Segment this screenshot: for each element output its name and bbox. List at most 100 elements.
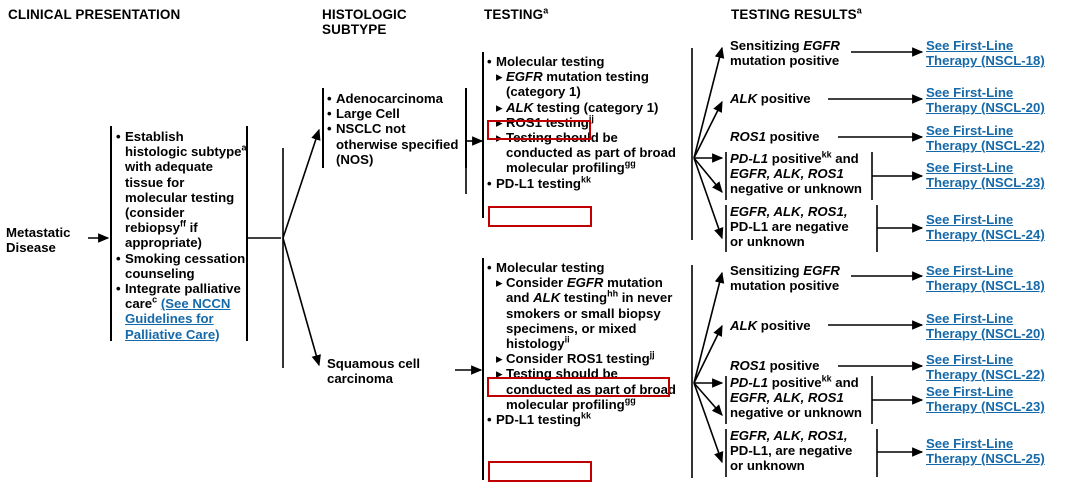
- list-item: •Integrate palliative carec (See NCCN Gu…: [116, 281, 248, 342]
- link-block-nscl25-sq[interactable]: See First-Line Therapy (NSCL-25): [926, 436, 1085, 466]
- column-header-testing: TESTINGa: [484, 5, 549, 22]
- link-line1[interactable]: See First-Line: [926, 436, 1014, 451]
- result-line2: mutation positive: [730, 53, 840, 69]
- link-line2[interactable]: Therapy (NSCL-18): [926, 53, 1045, 69]
- histologic-nonsq-item-0: Adenocarcinoma: [336, 91, 443, 106]
- testing-panel-squamous: •Molecular testing ▸Consider EGFR mutati…: [487, 260, 684, 427]
- list-item: ▸Testing should be conducted as part of …: [496, 366, 684, 412]
- link-block-nscl20-nonsq[interactable]: See First-Line Therapy (NSCL-20): [926, 85, 1085, 115]
- list-item: ▸EGFR mutation testing (category 1): [496, 69, 687, 99]
- link-line2[interactable]: Therapy (NSCL-23): [926, 399, 1045, 415]
- link-block-nscl22-sq[interactable]: See First-Line Therapy (NSCL-22): [926, 352, 1085, 382]
- result-all-negative-nonsq: EGFR, ALK, ROS1, PD-L1 are negative or u…: [730, 204, 880, 250]
- link-line2[interactable]: Therapy (NSCL-22): [926, 367, 1045, 383]
- histologic-squamous-line2: carcinoma: [327, 371, 393, 387]
- testing-nonsq-sub-0-em: EGFR: [506, 69, 543, 85]
- link-block-nscl22-nonsq[interactable]: See First-Line Therapy (NSCL-22): [926, 123, 1085, 153]
- highlight-box-pdl1-testing-nonsq: [488, 206, 592, 227]
- link-line1[interactable]: See First-Line: [926, 352, 1014, 367]
- list-item-pdl1-testing[interactable]: •PD-L1 testingkk: [487, 175, 687, 191]
- testing-sq-sub-1-pre: Consider ROS1 testing: [506, 351, 650, 367]
- link-block-nscl18-sq[interactable]: See First-Line Therapy (NSCL-18): [926, 263, 1085, 293]
- result-egfr-positive-sq: Sensitizing EGFR mutation positive: [730, 263, 860, 293]
- histologic-nonsq-bracket-right: [465, 88, 467, 168]
- link-line1[interactable]: See First-Line: [926, 85, 1014, 100]
- footnote-marker: ff: [179, 218, 186, 229]
- result-ros1-positive-sq: ROS1 positive: [730, 358, 860, 373]
- link-block-nscl24-nonsq[interactable]: See First-Line Therapy (NSCL-24): [926, 212, 1085, 242]
- triangle-bullet-icon: ▸: [496, 351, 503, 367]
- link-nccn-palliative-care[interactable]: (See NCCN Guidelines for Palliative Care…: [125, 296, 231, 342]
- clinical-panel-bracket-left: [110, 126, 112, 341]
- link-line1[interactable]: See First-Line: [926, 384, 1014, 399]
- testing-nonsq-sub-1-em: ALK: [506, 99, 534, 115]
- clinical-item-2-a: Integrate palliative care: [125, 281, 241, 312]
- list-item: ▸Testing should be conducted as part of …: [496, 130, 687, 176]
- list-item: •Molecular testing ▸EGFR mutation testin…: [487, 54, 687, 176]
- testing-sq-sub-0-pre: Consider: [506, 275, 567, 291]
- histologic-group-squamous: Squamous cell carcinoma: [327, 356, 452, 386]
- link-line2[interactable]: Therapy (NSCL-24): [926, 227, 1045, 243]
- testing-nonsq-sub-0-post: mutation testing (category 1): [506, 69, 649, 100]
- list-item-ros1-testing[interactable]: ▸ROS1 testingjj: [496, 114, 687, 130]
- link-line2[interactable]: Therapy (NSCL-20): [926, 326, 1045, 342]
- result-pdl1-positive-sq: PD-L1 positivekk and EGFR, ALK, ROS1 neg…: [730, 374, 876, 421]
- result-line2: PD-L1 are negative: [730, 219, 849, 235]
- entry-node-line2: Disease: [6, 240, 56, 256]
- link-block-nscl20-sq[interactable]: See First-Line Therapy (NSCL-20): [926, 311, 1085, 341]
- bullet-icon: •: [327, 106, 332, 122]
- arrow-result-alk-sq: [693, 324, 723, 384]
- result-gene: ROS1: [730, 358, 766, 373]
- link-line2[interactable]: Therapy (NSCL-25): [926, 451, 1045, 467]
- bullet-icon: •: [487, 260, 492, 275]
- result-prefix: Sensitizing: [730, 263, 804, 278]
- footnote-marker: a: [543, 5, 549, 16]
- result-suffix: positive: [768, 151, 822, 166]
- result-alk-positive-nonsq: ALK positive: [730, 91, 860, 106]
- link-line2[interactable]: Therapy (NSCL-23): [926, 175, 1045, 191]
- link-line1[interactable]: See First-Line: [926, 160, 1014, 175]
- link-line1[interactable]: See First-Line: [926, 123, 1014, 138]
- bullet-icon: •: [116, 129, 121, 144]
- testing-panel-nonsquamous: •Molecular testing ▸EGFR mutation testin…: [487, 54, 687, 191]
- link-line2[interactable]: Therapy (NSCL-20): [926, 100, 1045, 116]
- result-line3: or unknown: [730, 234, 805, 250]
- entry-node-metastatic-disease: Metastatic Disease: [6, 225, 101, 255]
- link-block-nscl23-nonsq[interactable]: See First-Line Therapy (NSCL-23): [926, 160, 1085, 190]
- arrow-result-allneg-nonsq: [693, 157, 724, 240]
- link-block-nscl18-nonsq[interactable]: See First-Line Therapy (NSCL-18): [926, 38, 1085, 68]
- column-header-histologic-subtype-line1: HISTOLOGIC: [322, 7, 407, 22]
- link-block-nscl23-sq[interactable]: See First-Line Therapy (NSCL-23): [926, 384, 1085, 414]
- triangle-bullet-icon: ▸: [496, 130, 503, 146]
- testing-sq-sub-2-pre: Testing should be conducted as part of b…: [506, 366, 676, 412]
- result-line2: PD-L1, are negative: [730, 443, 853, 459]
- testing-sq-sub-0-em: EGFR: [566, 275, 604, 291]
- testing-sq-sub-0-post: testing: [560, 290, 608, 306]
- link-line1[interactable]: See First-Line: [926, 311, 1014, 326]
- list-item: •Large Cell: [327, 106, 467, 121]
- result-gene: ALK: [730, 318, 758, 333]
- footnote-marker: hh: [607, 289, 619, 300]
- result-all-negative-sq: EGFR, ALK, ROS1, PD-L1, are negative or …: [730, 428, 882, 474]
- list-item-consider-ros1-testing[interactable]: ▸Consider ROS1 testingjj: [496, 350, 684, 367]
- link-line2[interactable]: Therapy (NSCL-18): [926, 278, 1045, 294]
- result-line3: negative or unknown: [730, 181, 862, 197]
- link-line1[interactable]: See First-Line: [926, 38, 1014, 53]
- triangle-bullet-icon: ▸: [496, 366, 503, 382]
- link-line1[interactable]: See First-Line: [926, 263, 1014, 278]
- link-line1[interactable]: See First-Line: [926, 212, 1014, 227]
- testing-sq-sub-0-mid: mutation and: [506, 275, 663, 306]
- histologic-nonsq-bracket-left: [322, 88, 324, 168]
- result-egfr-positive-nonsq: Sensitizing EGFR mutation positive: [730, 38, 860, 68]
- clinical-panel: •Establish histologic subtypea with adeq…: [116, 129, 248, 342]
- list-item-pdl1-testing-sq[interactable]: •PD-L1 testingkk: [487, 411, 684, 427]
- link-line2[interactable]: Therapy (NSCL-22): [926, 138, 1045, 154]
- result-gene: PD-L1: [730, 375, 769, 390]
- testing-nonsq-bullet2-text: PD-L1 testing: [496, 175, 581, 191]
- result-line3: or unknown: [730, 458, 805, 474]
- arrow-result-pdl1-sq: [693, 382, 723, 416]
- arrow-to-squamous: [282, 237, 321, 367]
- clinical-panel-bracket-right: [246, 126, 248, 341]
- result-suffix: positive: [757, 318, 811, 333]
- result-suffix: positive: [768, 375, 822, 390]
